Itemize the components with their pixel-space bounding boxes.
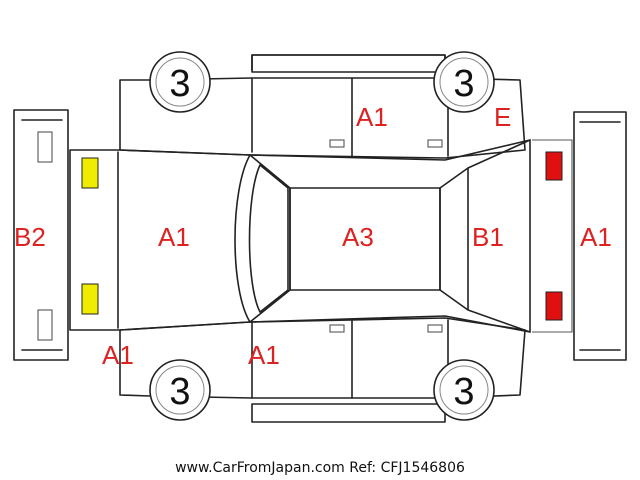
front-light-top [81,157,99,189]
bottom-doors [251,319,449,399]
tire-rear-bottom-rating: 3 [453,371,474,413]
tire-rear-top: 3 [433,51,495,113]
front-bumper-notch-top [37,131,53,163]
footer-reference: www.CarFromJapan.com Ref: CFJ1546806 [175,460,465,476]
tire-rear-top-rating: 3 [453,63,474,105]
top-door-handle-2 [427,139,443,148]
top-door-handle-1 [329,139,345,148]
label-rear-bumper: A1 [580,222,612,252]
tire-front-bottom-rating: 3 [169,371,190,413]
tire-front-top-rating: 3 [169,63,190,105]
label-roof: A3 [342,222,374,252]
rear-light-top [545,151,563,181]
front-bumper [13,109,69,361]
hood-outline [117,151,291,329]
label-front-bumper: B2 [14,222,46,252]
rear-bumper [573,111,627,361]
bottom-door-handle-2 [427,324,443,333]
rear-light-bottom [545,291,563,321]
bottom-door-handle-1 [329,324,345,333]
rear-glass [439,139,531,333]
car-body-outline [69,139,531,333]
front-light-bottom [81,283,99,315]
label-top-door: A1 [356,102,388,132]
label-top-rear-corner: E [494,102,511,132]
rear-light-frame [532,139,573,333]
tire-front-top: 3 [149,51,211,113]
tire-front-bottom: 3 [149,359,211,421]
windshield [234,154,289,323]
top-doors [251,54,449,157]
front-bumper-notch-bottom [37,309,53,341]
label-rear-glass: B1 [472,222,504,252]
label-front-fender-bottom: A1 [248,340,280,370]
tire-rear-bottom: 3 [433,359,495,421]
label-hood: A1 [158,222,190,252]
bottom-rocker [251,403,446,423]
top-rocker [251,54,446,73]
label-front-left-corner: A1 [102,340,134,370]
